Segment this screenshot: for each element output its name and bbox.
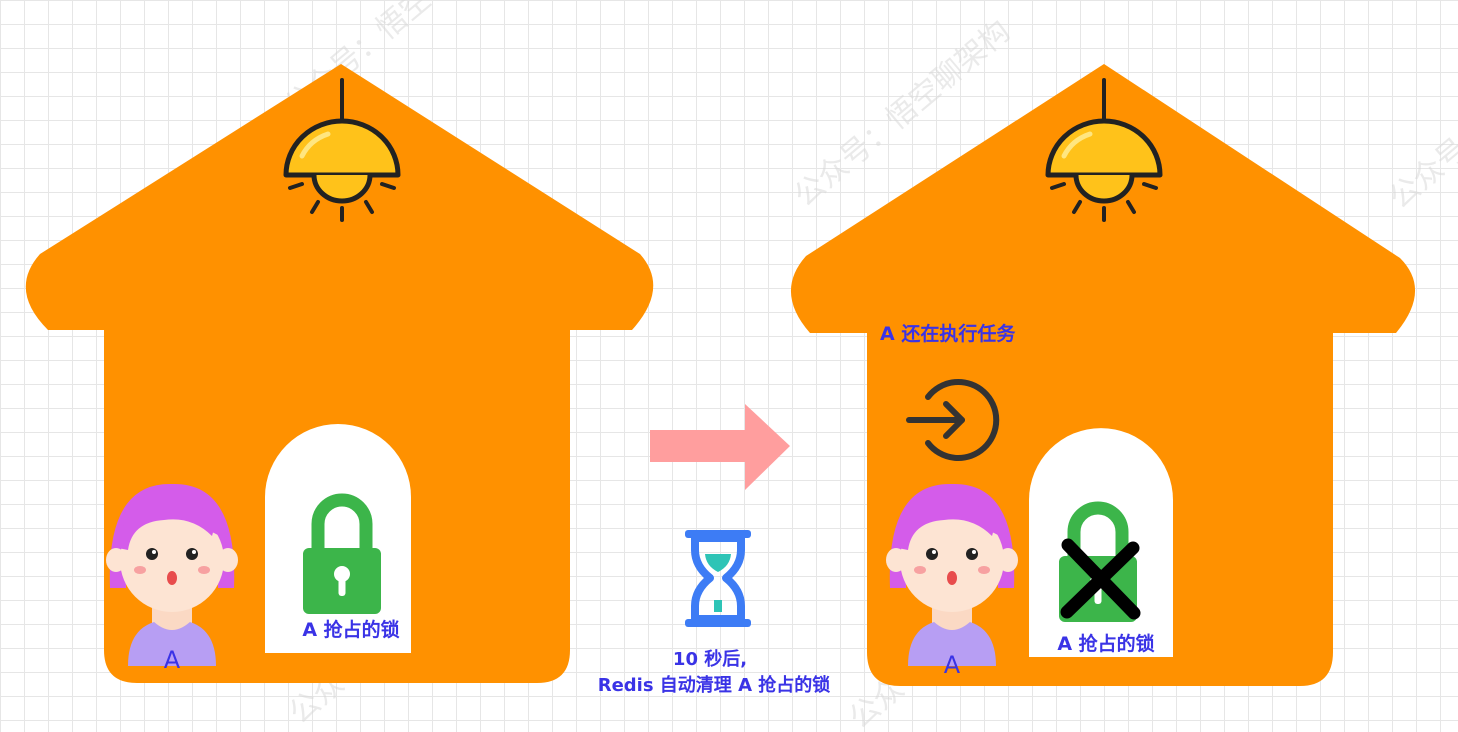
status-text: A 还在执行任务 [880,322,1016,345]
transition-text-line1: 10 秒后, [673,648,747,670]
person-label: A [944,651,961,679]
transition: 10 秒后, Redis 自动清理 A 抢占的锁 [598,404,831,696]
lock-label: A 抢占的锁 [302,618,399,641]
door-arch [1029,428,1173,657]
login-arrow-icon [906,379,1000,461]
person-label: A [164,646,181,674]
arrow-right-icon [650,404,790,490]
right-house: A 还在执行任务 A 抢占的锁 A [790,64,1416,686]
cross-icon [1060,538,1141,620]
left-house: A 抢占的锁 A [25,64,654,683]
watermark-3: 公众号：悟空聊架构 [1383,16,1458,216]
hourglass-icon [685,530,751,627]
lock-label: A 抢占的锁 [1057,632,1154,655]
transition-text-line2: Redis 自动清理 A 抢占的锁 [598,674,831,696]
